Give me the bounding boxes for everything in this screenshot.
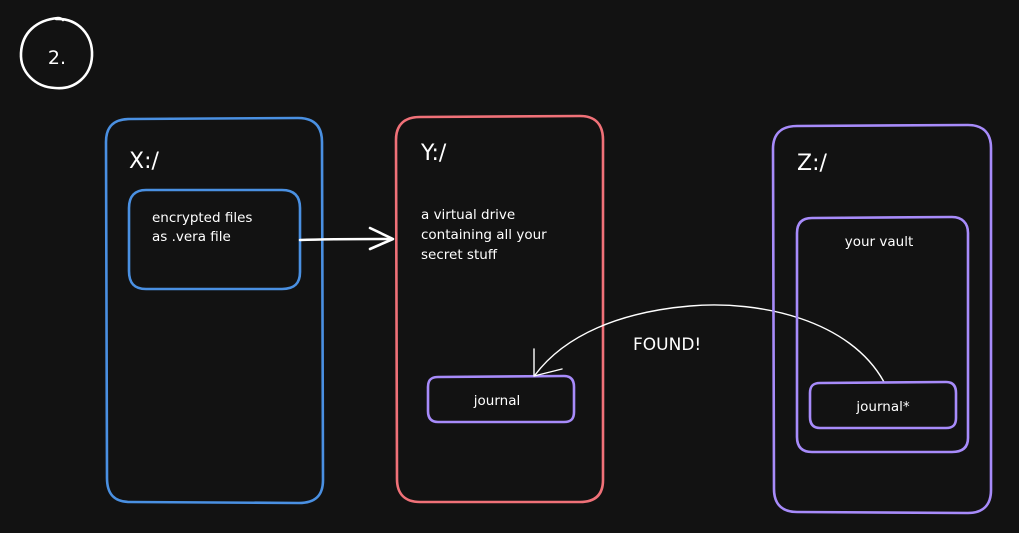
drive-x-file-box [127, 188, 302, 291]
step-label: 2. [48, 47, 66, 69]
found-connector: FOUND! [533, 304, 885, 383]
drive-x-border [104, 116, 325, 505]
drive-y-border [394, 114, 605, 504]
drive-x-content-line1: encrypted files [152, 210, 252, 226]
step-badge: 2. [19, 16, 94, 90]
drive-y-desc-line2: containing all your [421, 227, 547, 243]
drive-x-title: X:/ [129, 149, 159, 174]
mount-arrow-shaft [298, 237, 394, 242]
drive-z-vault-box [795, 215, 970, 454]
drive-y-panel: Y:/ a virtual drive containing all your … [394, 114, 605, 504]
found-label: FOUND! [633, 335, 701, 355]
drive-z-journal-label: journal* [855, 399, 909, 415]
drive-y-journal-label: journal [473, 393, 520, 409]
step-circle [19, 16, 94, 90]
drive-x-panel: X:/ encrypted files as .vera file [104, 116, 325, 505]
drive-x-content-line2: as .vera file [152, 229, 231, 245]
drive-z-journal-box [808, 380, 958, 430]
drive-z-vault-label: your vault [845, 234, 914, 250]
drive-z-panel: Z:/ your vault journal* [771, 123, 993, 515]
drive-y-journal-box [426, 374, 576, 424]
mount-arrow [298, 226, 395, 251]
mount-arrow-head [368, 226, 395, 251]
drive-z-title: Z:/ [797, 151, 827, 176]
drive-y-desc-line3: secret stuff [421, 247, 498, 263]
found-arrow-head [533, 348, 563, 377]
drive-y-title: Y:/ [420, 141, 447, 166]
drive-y-desc-line1: a virtual drive [421, 207, 515, 223]
drive-z-border [771, 123, 993, 515]
found-curve [534, 304, 885, 383]
